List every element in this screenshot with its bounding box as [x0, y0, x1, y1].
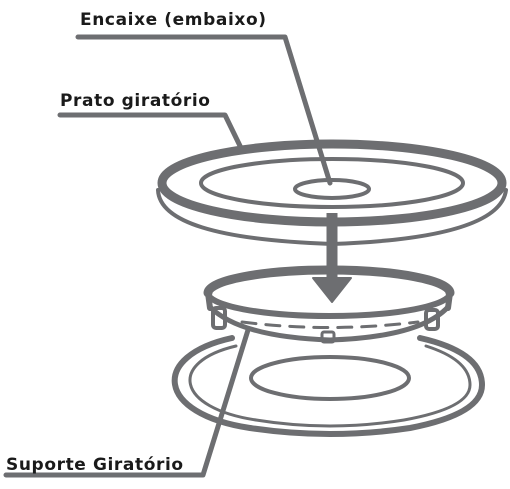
label-prato-giratorio: Prato giratório [60, 91, 211, 111]
label-suporte-giratorio: Suporte Giratório [6, 455, 184, 475]
label-encaixe: Encaixe (embaixo) [80, 10, 267, 30]
leader-line-prato [57, 112, 245, 153]
roller-ring [203, 265, 455, 344]
drive-ring [249, 355, 411, 401]
oven-floor-ring [171, 335, 485, 437]
leader-line-suporte [3, 327, 251, 478]
leader-line-encaixe [75, 34, 333, 186]
coupling-hole [293, 178, 371, 200]
